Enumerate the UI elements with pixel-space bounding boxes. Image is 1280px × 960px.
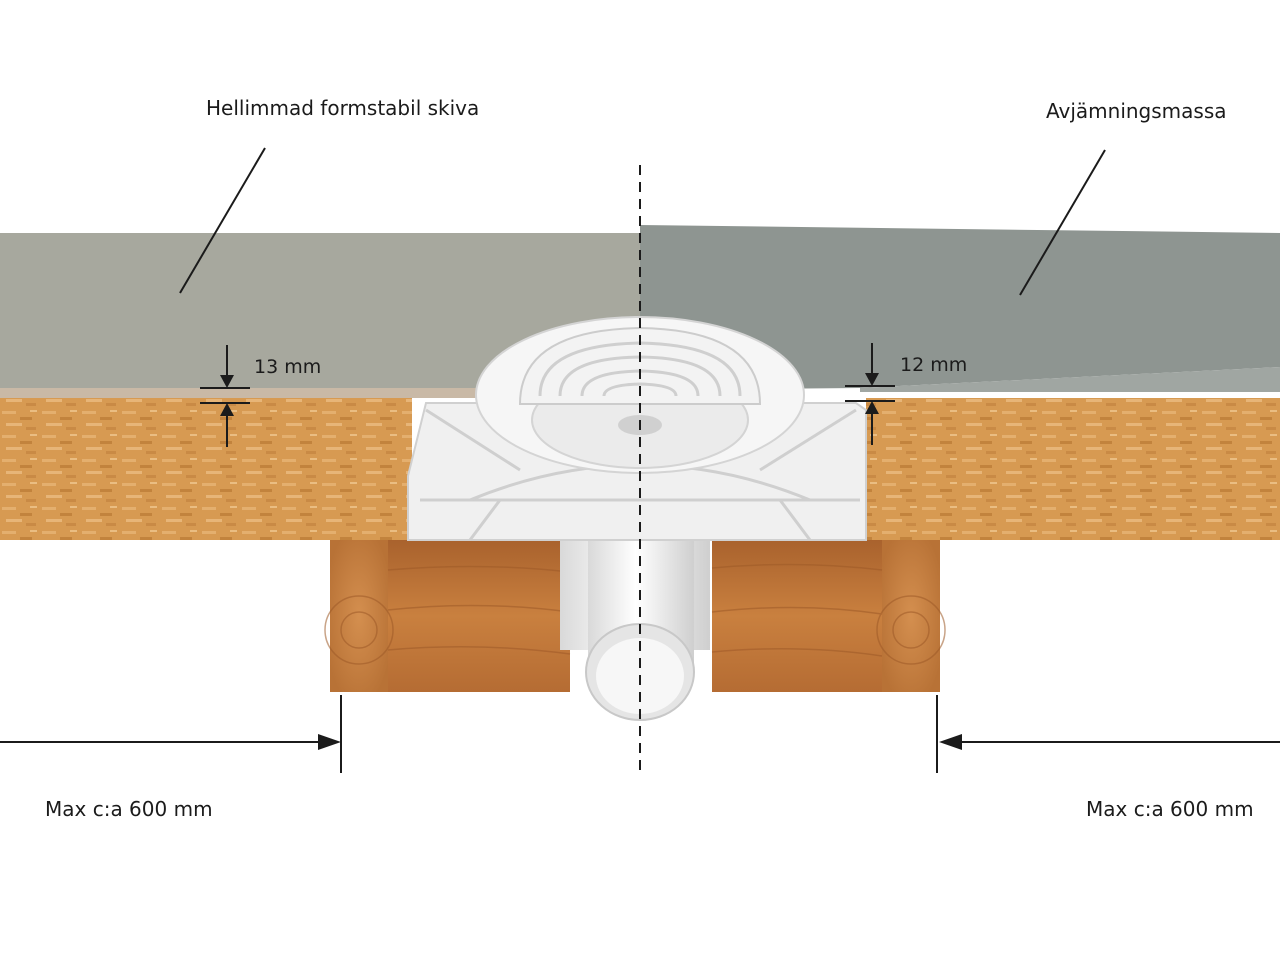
dimension-right-thickness [845,343,895,445]
label-right-span: Max c:a 600 mm [1086,797,1254,821]
label-right-thickness: 12 mm [900,354,968,376]
label-left-layer: Hellimmad formstabil skiva [206,96,480,120]
leader-right [1019,149,1106,296]
joist-right [712,540,882,692]
joist-left [388,540,570,692]
drain-grate [518,326,762,405]
joist-right-end [882,540,940,692]
label-right-layer: Avjämningsmassa [1046,99,1227,123]
label-left-thickness: 13 mm [254,356,322,378]
board-right [640,225,1280,390]
dimension-left-thickness [200,345,250,447]
osb-subfloor-left [0,398,412,540]
label-left-span: Max c:a 600 mm [45,797,213,821]
osb-subfloor-right [866,398,1280,540]
joist-grain [324,563,946,665]
leveling-slope [860,367,1280,392]
leader-left [179,147,266,294]
dimension-right-span [936,695,1280,773]
board-left-edge [0,388,640,398]
dimension-left-span [0,695,342,773]
joist-left-end [330,540,388,692]
